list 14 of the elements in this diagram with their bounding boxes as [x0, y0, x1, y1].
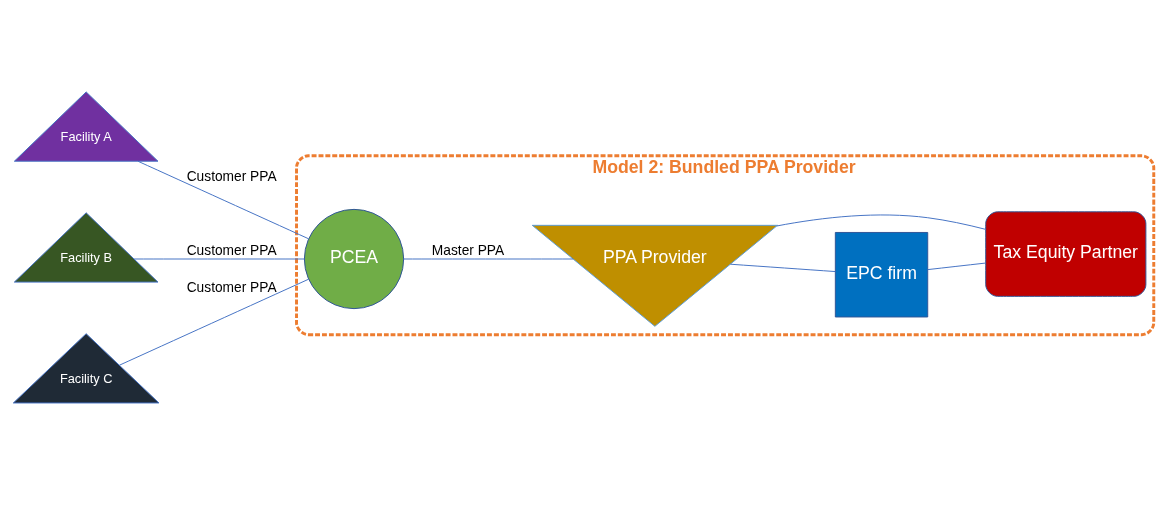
connector [137, 160, 309, 239]
edge-label: Customer PPA [186, 242, 277, 258]
connector [119, 278, 310, 366]
edge-label: Customer PPA [186, 168, 277, 184]
edge-label: Customer PPA [186, 279, 277, 295]
connector [729, 263, 836, 272]
connector [133, 258, 305, 259]
node-box: Tax Equity Partner [985, 210, 1147, 297]
node-circle: PCEA [303, 208, 405, 309]
edge-label: Master PPA [431, 242, 505, 258]
connector [776, 214, 986, 230]
connector [403, 258, 574, 259]
connector [927, 262, 986, 270]
node-box: EPC firm [834, 231, 929, 317]
